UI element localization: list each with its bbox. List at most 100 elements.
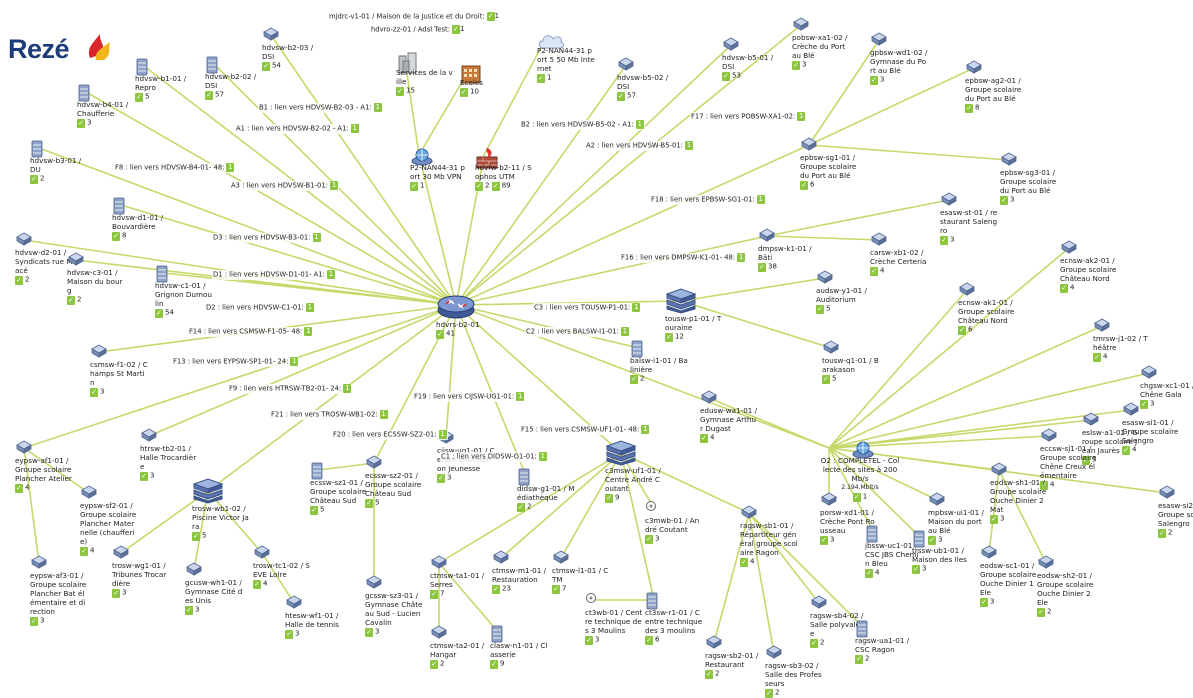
- network-node-epbsw-sg3-01[interactable]: epbsw-sg3-01 / Groupe scolaire du Port a…: [1000, 152, 1058, 205]
- cloud-icon[interactable]: [537, 30, 564, 49]
- server-icon[interactable]: [865, 525, 883, 543]
- core-router-icon[interactable]: [436, 290, 476, 320]
- network-node-ctmsw-ta1-01[interactable]: ctmsw-ta1-01 / Serres✓7: [430, 555, 488, 599]
- link-line[interactable]: [748, 512, 820, 604]
- network-node-p2-nan44[interactable]: P2-NAN44-31 port 30 Mb VPN✓1: [410, 147, 468, 191]
- link-line[interactable]: [445, 304, 457, 439]
- network-node-carsw-xb1-02[interactable]: carsw-xb1-02 / Crèche Certeria✓4: [870, 232, 928, 276]
- link-line[interactable]: [261, 552, 295, 604]
- router-globe-icon[interactable]: [851, 440, 874, 459]
- server-icon[interactable]: [205, 56, 223, 74]
- switch-icon[interactable]: [365, 455, 383, 471]
- server-icon[interactable]: [855, 620, 873, 638]
- network-node-p2-nan4[interactable]: P2-NAN44-31 port 5 50 Mb Internet✓1: [537, 30, 595, 83]
- switch-icon[interactable]: [430, 625, 448, 641]
- network-node-ragsw-ua1-01[interactable]: ragsw-ua1-01 / CSC Ragon✓2: [855, 620, 913, 664]
- switch-icon[interactable]: [870, 232, 888, 248]
- link-line[interactable]: [766, 199, 950, 237]
- switch-icon[interactable]: [15, 232, 33, 248]
- link-line[interactable]: [418, 69, 470, 156]
- switch-icon[interactable]: [67, 252, 85, 268]
- network-node-eypsw-sf2-01[interactable]: eypsw-sf2-01 / Groupe scolaire Plancher …: [80, 485, 138, 556]
- building-group-icon[interactable]: [396, 52, 417, 74]
- network-node-hdvsw-b5-02[interactable]: hdvsw-b5-02 / DSI✓57: [617, 57, 675, 101]
- link-line[interactable]: [85, 91, 457, 306]
- link-line[interactable]: [23, 447, 90, 494]
- link-label[interactable]: F13 : lien vers EYPSW-SP1-01- 24:1: [172, 357, 300, 367]
- network-node-esasw-si2-01[interactable]: esasw-si2-01 / Groupe scolaire Salengro✓…: [1158, 485, 1193, 538]
- link-line[interactable]: [455, 24, 802, 306]
- link-line[interactable]: [148, 304, 457, 437]
- switch-icon[interactable]: [492, 550, 510, 566]
- network-node-dmpsw-k1-01[interactable]: dmpsw-k1-01 / Bâti✓38: [758, 228, 816, 272]
- server-icon[interactable]: [645, 592, 663, 610]
- link-line[interactable]: [120, 490, 209, 554]
- network-node-ctmsw-ta2-01[interactable]: ctmsw-ta2-01 / Hangar✓2: [430, 625, 488, 669]
- switch-icon[interactable]: [965, 60, 983, 76]
- server-icon[interactable]: [310, 462, 328, 480]
- link-line[interactable]: [748, 512, 775, 654]
- link-label[interactable]: C1 : lien vers DIDSW-G1-01:1: [440, 452, 548, 462]
- ap-icon[interactable]: [645, 500, 663, 516]
- server-icon[interactable]: [517, 468, 535, 486]
- switch-icon[interactable]: [740, 505, 758, 521]
- switch-icon[interactable]: [285, 595, 303, 611]
- link-label[interactable]: B2 : lien vers HDVSW-B5-02 - A1:1: [520, 120, 645, 130]
- link-label[interactable]: D2 : lien vers HDVSW-C1-01:1: [205, 303, 315, 313]
- link-line[interactable]: [680, 300, 832, 349]
- switch-icon[interactable]: [810, 595, 828, 611]
- link-line[interactable]: [455, 304, 527, 477]
- link-line[interactable]: [560, 452, 622, 559]
- link-line[interactable]: [23, 447, 40, 564]
- switch-icon[interactable]: [1040, 428, 1058, 444]
- network-node-hdvfw[interactable]: hdvfw-b2-11 / Sophos UTM✓2 ✓89: [475, 147, 533, 191]
- link-line[interactable]: [620, 452, 655, 601]
- link-line[interactable]: [828, 372, 1150, 449]
- server-icon[interactable]: [112, 197, 130, 215]
- network-node-edusw-wa1-01[interactable]: edusw-wa1-01 / Gymnase Arthur Dugast✓4: [700, 390, 758, 443]
- link-label[interactable]: F14 : lien vers CSMSW-F1-05- 48:1: [188, 327, 314, 337]
- link-label[interactable]: F20 : lien vers ECSSW-SZ2-01:1: [332, 430, 448, 440]
- ap-icon[interactable]: [585, 592, 603, 608]
- switch-icon[interactable]: [430, 555, 448, 571]
- network-node-hdvsw-b2-03[interactable]: hdvsw-b2-03 / DSI✓54: [262, 27, 320, 71]
- network-node-ecssw-sz1-01[interactable]: ecssw-sz1-01 / Groupe scolaire Château S…: [310, 462, 368, 515]
- switch-icon[interactable]: [820, 492, 838, 508]
- switch-icon[interactable]: [792, 17, 810, 33]
- network-node-gcusw-wh1-01[interactable]: gcusw-wh1-01 / Gymnase Cité des Unis✓3: [185, 562, 243, 615]
- network-node-trssw-ub1-01[interactable]: trssw-ub1-01 / Maison des Iles✓3: [912, 530, 970, 574]
- link-line[interactable]: [455, 144, 810, 306]
- link-line[interactable]: [455, 235, 768, 306]
- network-node-ct3sw-r1-01[interactable]: ct3sw-r1-01 / Centre technique des 3 mou…: [645, 592, 703, 645]
- network-node-htesw-wf1-01[interactable]: htesw-wf1-01 / Halle de tennis✓3: [285, 595, 343, 639]
- link-line[interactable]: [207, 304, 457, 492]
- network-node-completel[interactable]: O2 : COMPLETEL - Collecte des sites à 20…: [820, 440, 900, 502]
- link-label[interactable]: F9 : lien vers HTRSW-TB2-01- 24:1: [228, 384, 353, 394]
- network-node-hdvsw-d1-01[interactable]: hdvsw-d1-01 / Bouvardière✓8: [112, 197, 170, 241]
- switch-icon[interactable]: [1093, 318, 1111, 334]
- network-node-ctmsw-l1-01[interactable]: ctmsw-l1-01 / CTM✓7: [552, 550, 610, 594]
- link-line[interactable]: [438, 452, 622, 564]
- network-node-htrsw-tb2-01[interactable]: htrsw-tb2-01 / Halle Trocardière✓3: [140, 428, 198, 481]
- stack-icon[interactable]: [605, 440, 637, 466]
- server-icon[interactable]: [630, 340, 648, 358]
- link-line[interactable]: [828, 409, 1132, 449]
- switch-icon[interactable]: [1122, 402, 1140, 418]
- link-line[interactable]: [748, 512, 865, 629]
- link-label[interactable]: A1 : lien vers HDVSW-B2-02 - A1:1: [235, 124, 360, 134]
- network-node-ecssw-sz2-01[interactable]: ecssw-sz2-01 / Groupe scolaire Château S…: [365, 455, 423, 508]
- link-line[interactable]: [418, 154, 457, 306]
- link-line[interactable]: [38, 147, 457, 306]
- network-node-ragsw-sb2-01[interactable]: ragsw-sb2-01 / Restaurant✓2: [705, 635, 763, 679]
- switch-icon[interactable]: [980, 545, 998, 561]
- router-globe-icon[interactable]: [410, 147, 433, 166]
- link-line[interactable]: [828, 447, 938, 501]
- network-node-hdvsw-d2-01[interactable]: hdvsw-d2-01 / Syndicats rue Macé✓2: [15, 232, 73, 285]
- link-label[interactable]: F18 : lien vers EPBSW-SG1-01:1: [650, 195, 766, 205]
- network-node-tousw-p1-01[interactable]: tousw-p1-01 / Touraine✓12: [665, 288, 723, 342]
- link-line[interactable]: [438, 562, 500, 634]
- network-node-eodsw-sh2-01[interactable]: eodsw-sh2-01 / Groupe scolaire Ouche Din…: [1037, 555, 1095, 617]
- network-node-esasw-si1-01[interactable]: esasw-si1-01 / Groupe scolaire Salengro✓…: [1122, 402, 1180, 455]
- link-line[interactable]: [808, 39, 880, 146]
- switch-icon[interactable]: [253, 545, 271, 561]
